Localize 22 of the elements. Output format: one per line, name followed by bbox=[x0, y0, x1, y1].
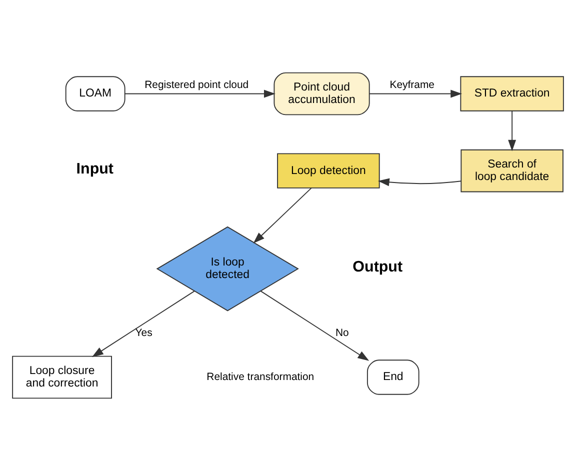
node-diamond: Is loop detected bbox=[156, 226, 299, 311]
node-box: End bbox=[366, 359, 420, 394]
arrow bbox=[124, 89, 276, 98]
edge-label: Keyframe bbox=[390, 79, 434, 90]
arrow bbox=[378, 178, 462, 186]
node-box: Search of loop candidate bbox=[460, 148, 564, 192]
label: Output bbox=[352, 258, 403, 275]
node-box: Loop detection bbox=[277, 152, 380, 188]
node-box: STD extraction bbox=[460, 76, 564, 111]
node-box: Loop closure and correction bbox=[12, 355, 112, 398]
edge-label: Yes bbox=[135, 328, 152, 339]
label: Relative transformation bbox=[206, 371, 314, 382]
label: Input bbox=[76, 160, 114, 177]
arrow bbox=[92, 290, 195, 357]
node-box: LOAM bbox=[65, 76, 126, 111]
arrow bbox=[253, 187, 312, 243]
arrow bbox=[369, 89, 462, 98]
arrow bbox=[508, 110, 516, 151]
arrow bbox=[260, 290, 370, 360]
edge-label: No bbox=[336, 328, 349, 339]
node-box: Point cloud accumulation bbox=[274, 72, 370, 115]
edge-label: Registered point cloud bbox=[144, 79, 249, 90]
